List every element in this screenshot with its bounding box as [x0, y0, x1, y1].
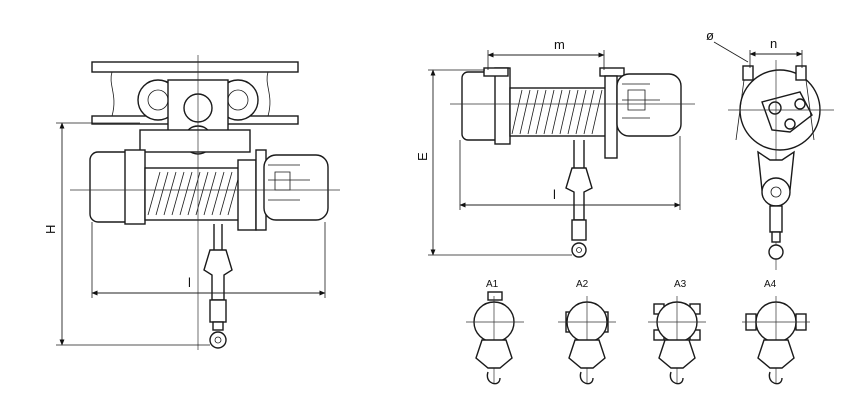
variant-label: A1 [486, 279, 499, 290]
variant-a2: A2 [558, 279, 616, 385]
label-phi: ø [706, 28, 714, 43]
hook [209, 331, 227, 349]
right-view: ø n [706, 28, 834, 270]
label-l-right: l [553, 187, 556, 202]
label-E: E [415, 152, 430, 161]
variant-a1: A1 [466, 279, 524, 385]
variant-a3: A3 [648, 279, 706, 385]
label-m: m [554, 37, 565, 52]
variant-a4: A4 [742, 279, 810, 385]
drum-rope [147, 171, 241, 216]
middle-view: m E l [415, 37, 695, 258]
variant-label: A3 [674, 279, 687, 290]
label-n: n [770, 36, 777, 51]
label-H: H [43, 225, 58, 234]
top-beam [91, 61, 299, 73]
variant-label: A4 [764, 279, 777, 290]
gearbox-middle [616, 73, 682, 137]
gearbox-right [263, 154, 329, 221]
variant-label: A2 [576, 279, 589, 290]
hook-block [203, 249, 233, 301]
left-view: H l [43, 55, 340, 350]
drum [144, 167, 246, 221]
label-l-left: l [188, 275, 191, 290]
